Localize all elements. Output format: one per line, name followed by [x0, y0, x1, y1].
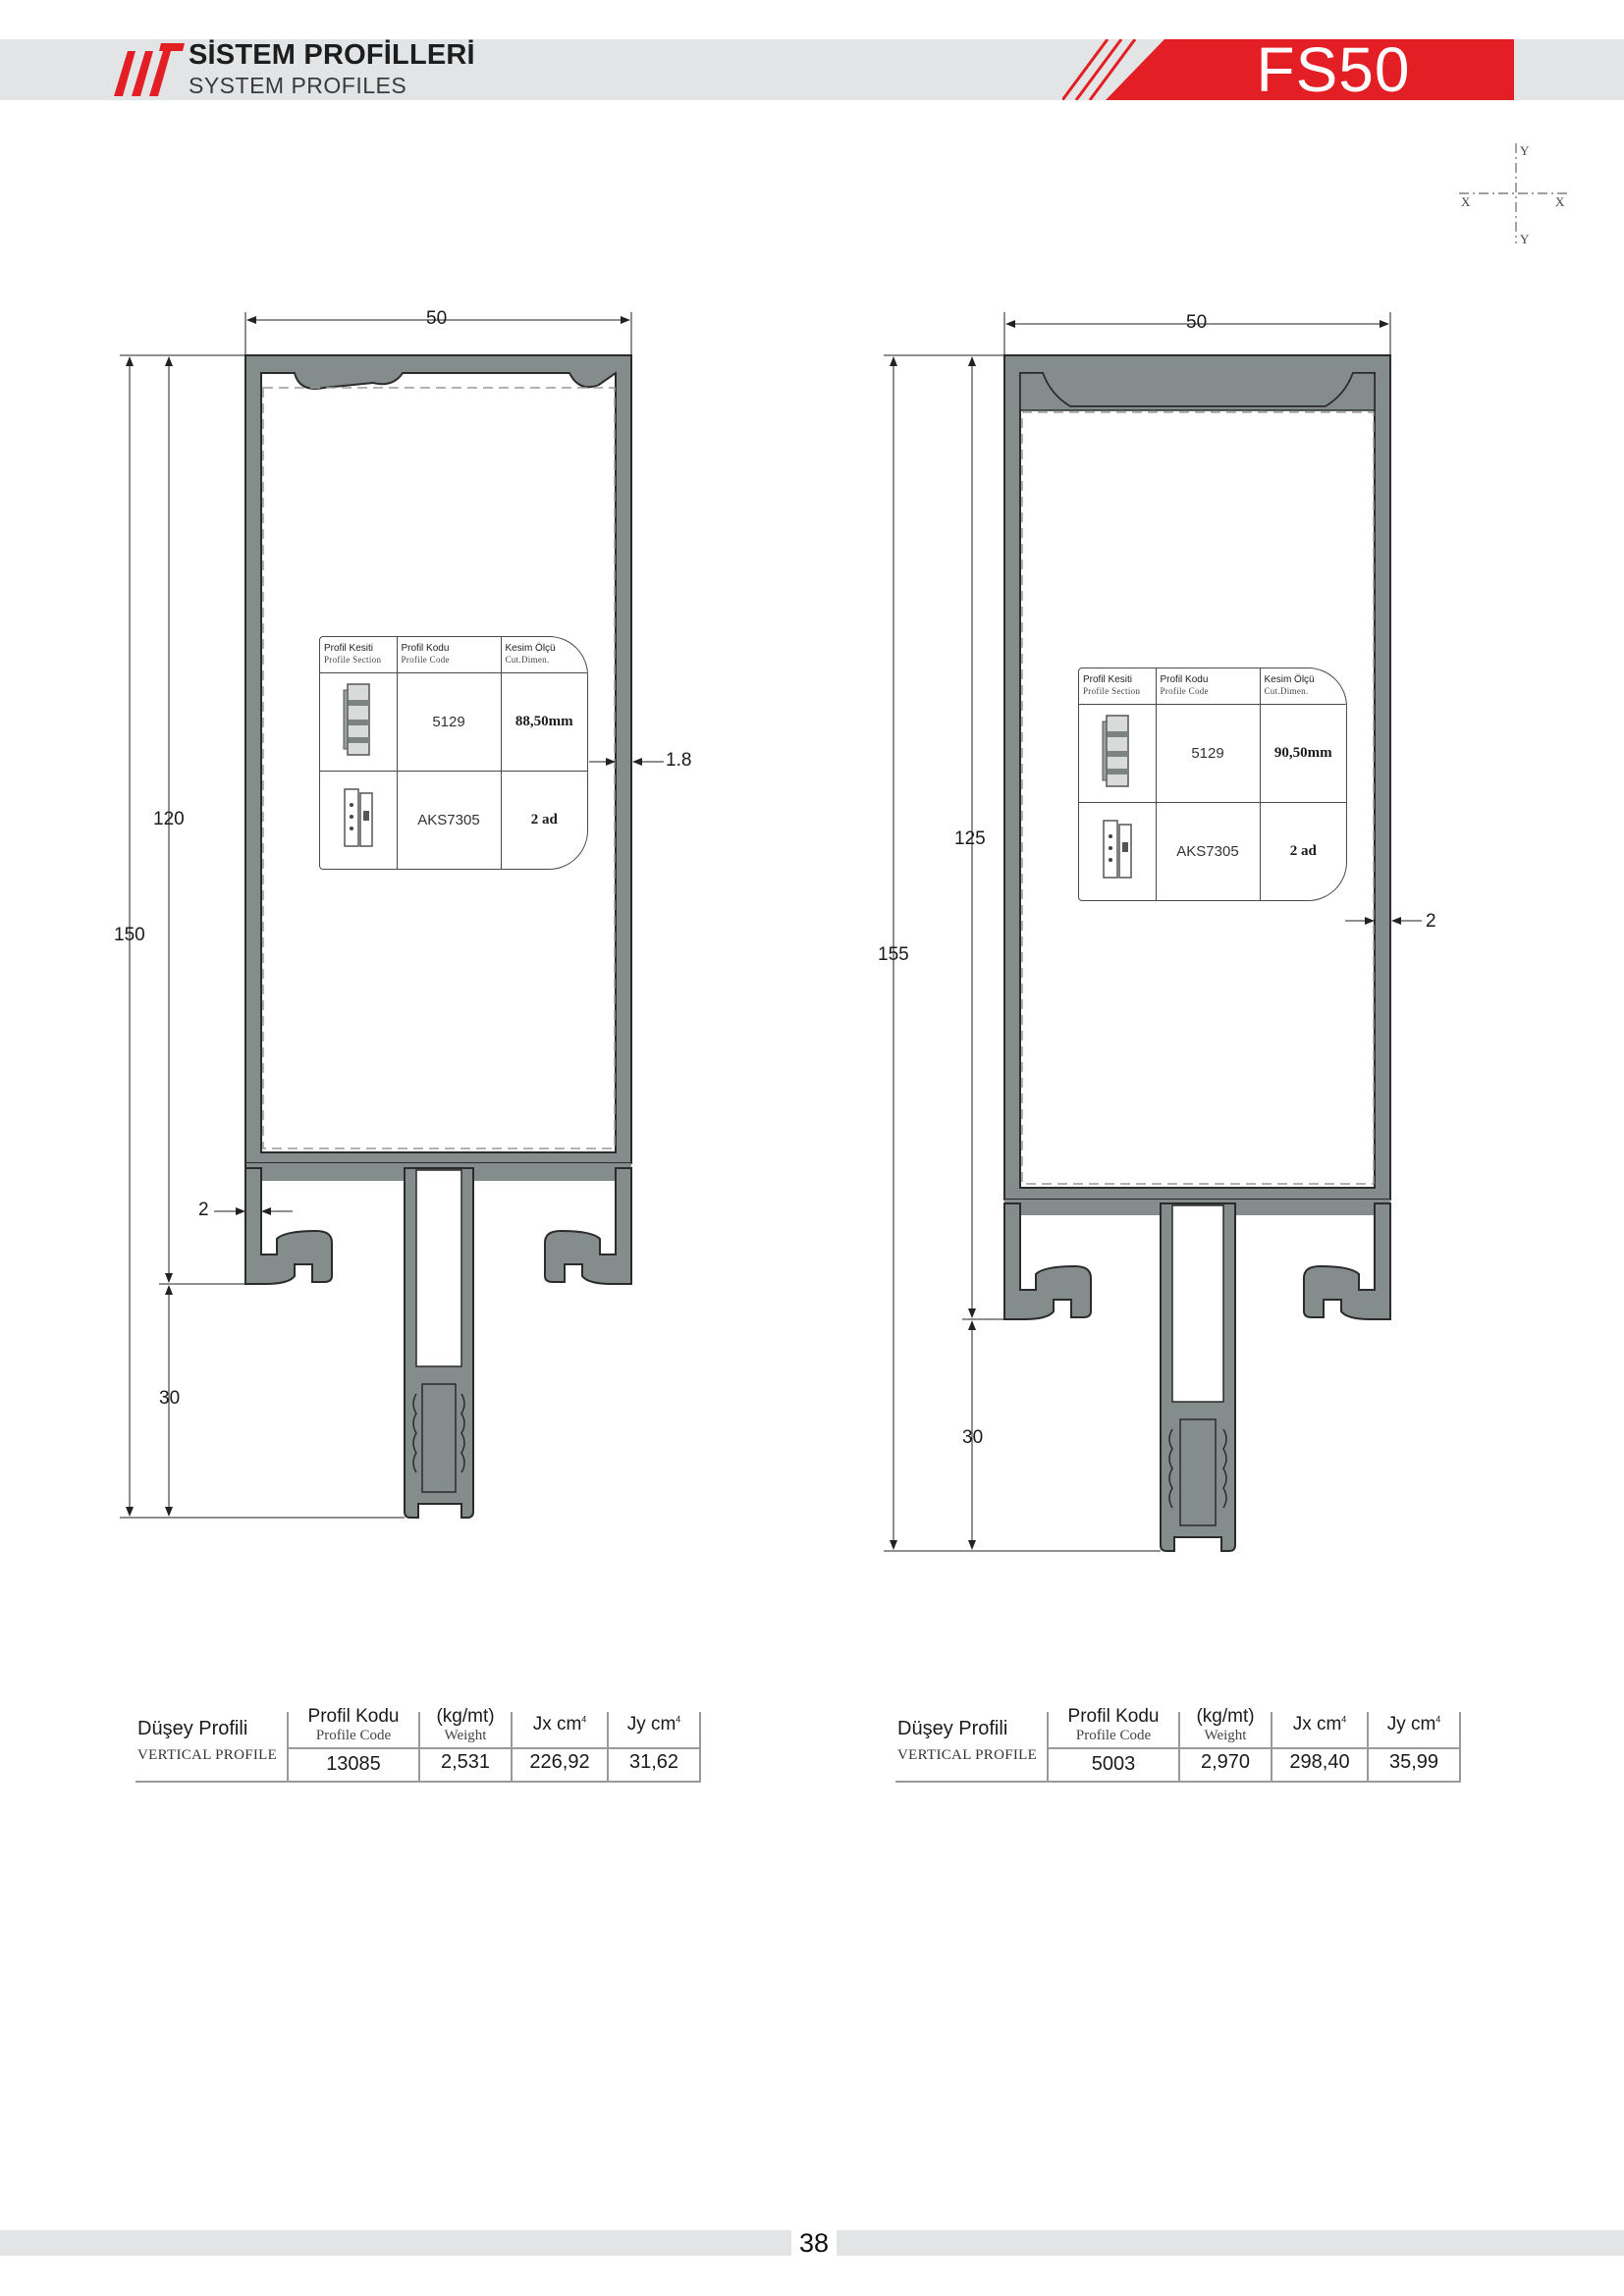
- dim-total-height-left: 150: [114, 925, 145, 945]
- spec-head-jx: Jx cm4: [1292, 1714, 1347, 1735]
- spec-head-code-en: Profile Code: [315, 1728, 392, 1743]
- spec-head-jy: Jy cm4: [626, 1714, 681, 1735]
- spec-table-right: Düşey Profili VERTICAL PROFILE Profil Ko…: [895, 1704, 1461, 1783]
- table-row: AKS7305 2 ad: [320, 770, 587, 869]
- spec-jx: 298,40: [1289, 1751, 1350, 1773]
- axis-label-x-right: X: [1555, 194, 1565, 209]
- axis-label-x-left: X: [1461, 194, 1471, 209]
- table-row: 5129 90,50mm: [1079, 703, 1346, 803]
- spec-head-weight-en: Weight: [1204, 1728, 1247, 1743]
- spec-name-en: VERTICAL PROFILE: [137, 1747, 278, 1763]
- spec-jx: 226,92: [529, 1751, 590, 1773]
- company-logo-icon: [114, 43, 185, 96]
- mini-cut: 90,50mm: [1259, 703, 1346, 803]
- dim-wall-right-left: 1.8: [666, 750, 692, 771]
- spec-jy: 35,99: [1388, 1751, 1439, 1773]
- mini-code: 5129: [1155, 703, 1261, 803]
- mini-code: AKS7305: [396, 770, 502, 869]
- accessory-icon: [344, 788, 373, 847]
- spec-code: 5003: [1091, 1753, 1136, 1775]
- dim-width-left: 50: [426, 308, 448, 329]
- spec-weight: 2,531: [440, 1751, 491, 1773]
- axis-indicator: Y Y X X: [1453, 139, 1571, 247]
- spec-head-jx: Jx cm4: [532, 1714, 587, 1735]
- spec-head-code: Profil Kodu: [1067, 1706, 1160, 1727]
- spec-name-tr: Düşey Profili: [897, 1718, 1008, 1739]
- spec-head-weight: (kg/mt): [436, 1706, 495, 1727]
- series-label: FS50: [1256, 34, 1411, 105]
- profile-section-icon: [343, 682, 370, 756]
- spec-head-code-en: Profile Code: [1075, 1728, 1152, 1743]
- brand-title-en: SYSTEM PROFILES: [189, 73, 407, 98]
- spec-table-left: Düşey Profili VERTICAL PROFILE Profil Ko…: [135, 1704, 701, 1783]
- profile-drawing-right: [884, 312, 1422, 1552]
- brand-title-tr: SİSTEM PROFİLLERİ: [189, 39, 475, 71]
- profile-section-icon: [1102, 714, 1129, 787]
- dim-width-right: 50: [1186, 312, 1208, 333]
- axis-cross-icon: [1459, 143, 1569, 243]
- dim-tail-left: 30: [159, 1388, 181, 1409]
- dim-total-height-right: 155: [878, 944, 909, 965]
- table-row: AKS7305 2 ad: [1079, 801, 1346, 900]
- accessory-icon: [1103, 820, 1132, 879]
- spec-name-en: VERTICAL PROFILE: [897, 1747, 1038, 1763]
- page-number-box: [791, 2227, 837, 2259]
- dim-tail-right: 30: [962, 1427, 984, 1448]
- spec-head-code: Profil Kodu: [307, 1706, 400, 1727]
- dim-inner-height-left: 120: [153, 809, 185, 829]
- dim-wall-left-left: 2: [198, 1200, 209, 1220]
- spec-weight: 2,970: [1200, 1751, 1251, 1773]
- spec-jy: 31,62: [628, 1751, 679, 1773]
- mini-cut: 2 ad: [500, 770, 587, 869]
- mini-cut: 2 ad: [1259, 801, 1346, 900]
- mini-code: AKS7305: [1155, 801, 1261, 900]
- axis-label-y-top: Y: [1520, 143, 1530, 158]
- page-number: 38: [798, 2228, 830, 2258]
- spec-head-weight-en: Weight: [444, 1728, 487, 1743]
- axis-label-y-bottom: Y: [1520, 232, 1530, 246]
- mini-code: 5129: [396, 671, 502, 772]
- spec-name-tr: Düşey Profili: [137, 1718, 248, 1739]
- spec-head-weight: (kg/mt): [1196, 1706, 1255, 1727]
- spec-head-jy: Jy cm4: [1386, 1714, 1441, 1735]
- spec-code: 13085: [326, 1753, 381, 1775]
- dim-inner-height-right: 125: [954, 828, 986, 849]
- series-tab: [1062, 39, 1514, 100]
- dim-wall-right-right: 2: [1426, 911, 1436, 932]
